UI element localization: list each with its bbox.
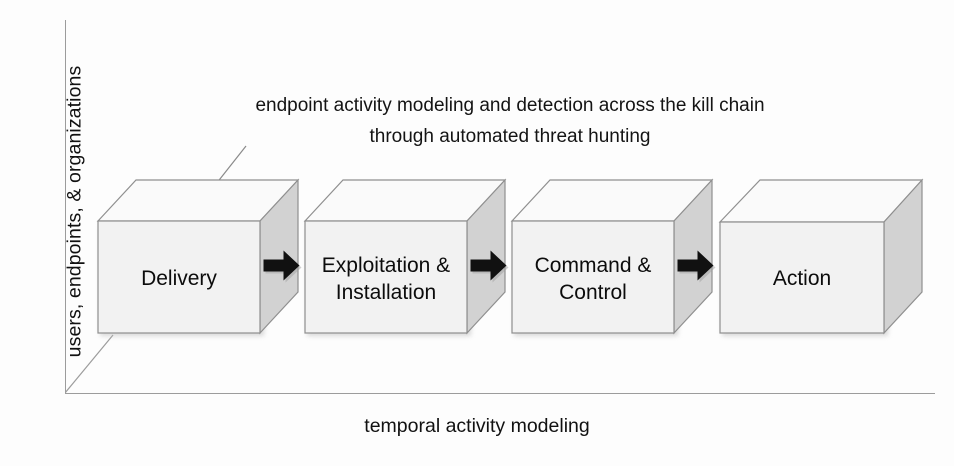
y-axis-label: users, endpoints, & organizations [63, 65, 86, 358]
cube-shape [96, 178, 300, 335]
flow-arrow-1 [262, 247, 304, 287]
y-axis-line [65, 20, 66, 394]
stage-box-delivery[interactable]: Delivery [96, 178, 300, 336]
stage-label: Delivery [141, 267, 217, 290]
cube-shape [303, 178, 507, 335]
stage-box-exploitation-installation[interactable]: Exploitation & Installation [303, 178, 507, 336]
diagram-caption: endpoint activity modeling and detection… [120, 90, 900, 152]
cube-shape [718, 178, 924, 335]
caption-line-1: endpoint activity modeling and detection… [255, 95, 765, 116]
stage-label: Command & Control [534, 253, 652, 304]
caption-line-2: through automated threat hunting [369, 126, 651, 147]
stage-label: Action [772, 267, 832, 290]
stage-box-action[interactable]: Action [718, 178, 924, 336]
x-axis-label: temporal activity modeling [364, 415, 590, 437]
cube-shape [510, 178, 714, 335]
flow-arrow-2 [469, 247, 511, 287]
stage-label: Exploitation & Installation [321, 253, 451, 304]
flow-arrow-3 [676, 247, 718, 287]
x-axis-line [65, 393, 935, 394]
stage-box-command-control[interactable]: Command & Control [510, 178, 714, 336]
